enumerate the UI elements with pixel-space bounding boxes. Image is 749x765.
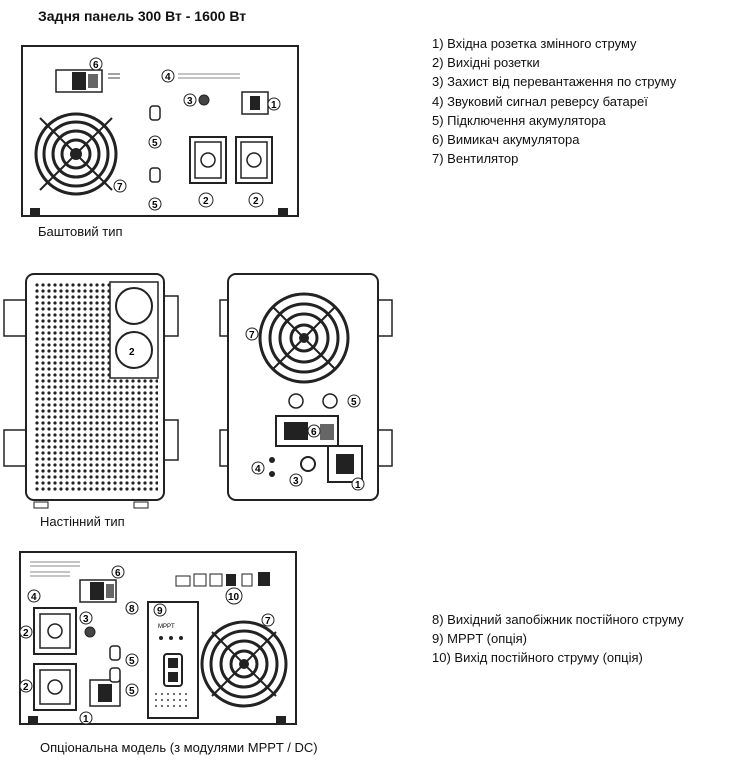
legend-item: 5) Підключення акумулятора xyxy=(432,112,606,128)
mppt-label: MPPT xyxy=(158,624,175,630)
marker-1: 1 xyxy=(79,711,93,725)
marker-label: 3 xyxy=(187,96,193,107)
marker-2b: 2 xyxy=(19,679,33,693)
legend-top: 1) Вхідна розетка змінного струму 2) Вих… xyxy=(432,34,676,168)
marker-6: 6 xyxy=(89,57,103,71)
marker-2: 2 xyxy=(19,625,33,639)
marker-label: 6 xyxy=(93,60,99,71)
marker-6: 6 xyxy=(111,565,125,579)
marker-4: 4 xyxy=(27,589,41,603)
marker-7: 7 xyxy=(245,327,259,341)
svg-text:4: 4 xyxy=(165,72,171,83)
marker-8: 8 xyxy=(125,601,139,615)
marker-label: 5 xyxy=(129,656,135,667)
marker-label: 5 xyxy=(129,686,135,697)
marker-2: 2 xyxy=(198,192,214,208)
caption-wall: Настінний тип xyxy=(40,514,125,529)
marker-label: 7 xyxy=(117,182,123,193)
page-title: Задня панель 300 Вт - 1600 Вт xyxy=(38,8,247,24)
fan-icon xyxy=(34,112,118,196)
marker-5: 5 xyxy=(347,394,361,408)
marker-9: 9 xyxy=(153,603,167,617)
marker-5b: 5 xyxy=(125,683,139,697)
legend-item: 7) Вентилятор xyxy=(432,151,519,167)
marker-label: 6 xyxy=(311,427,317,438)
marker-label: 4 xyxy=(255,464,261,475)
marker-7: 7 xyxy=(113,179,127,193)
marker-label: 10 xyxy=(228,592,240,603)
tower-type-diagram: 4 6 7 5 5 3 1 2 2 xyxy=(21,45,299,217)
marker-label: 3 xyxy=(83,614,89,625)
marker-5b: 5 xyxy=(148,197,162,211)
marker-label: 9 xyxy=(157,606,163,617)
marker-label: 1 xyxy=(271,100,277,111)
marker-4: 4 xyxy=(251,461,265,475)
optional-model-diagram: MPPT 6 4 8 9 10 7 2 2 3 5 5 1 xyxy=(19,551,297,725)
marker-label: 7 xyxy=(249,330,255,341)
legend-item: 9) MPPT (опція) xyxy=(432,631,527,647)
marker-5: 5 xyxy=(125,653,139,667)
marker-3: 3 xyxy=(289,473,303,487)
marker-7: 7 xyxy=(261,613,275,627)
legend-item: 1) Вхідна розетка змінного струму xyxy=(432,36,637,51)
legend-bottom: 8) Вихідний запобіжник постійного струму… xyxy=(432,610,684,668)
marker-label: 5 xyxy=(152,200,158,211)
marker-5: 5 xyxy=(148,135,162,149)
marker-label: 7 xyxy=(265,616,271,627)
marker-10: 10 xyxy=(225,587,243,605)
marker-label: 3 xyxy=(293,476,299,487)
marker-label: 5 xyxy=(152,138,158,149)
marker-label: 2 xyxy=(129,347,135,358)
marker-3: 3 xyxy=(183,93,197,107)
legend-item: 6) Вимикач акумулятора xyxy=(432,132,580,148)
fan-icon xyxy=(258,292,350,384)
marker-label: 2 xyxy=(23,628,29,639)
legend-item: 10) Вихід постійного струму (опція) xyxy=(432,650,643,666)
marker-3: 3 xyxy=(79,611,93,625)
marker-label: 2 xyxy=(203,196,209,207)
caption-optional: Опціональна модель (з модулями MPPT / DC… xyxy=(40,740,318,755)
marker-label: 2 xyxy=(253,196,259,207)
marker-6: 6 xyxy=(307,424,321,438)
wall-type-front-diagram: 2 xyxy=(3,273,179,509)
legend-item: 3) Захист від перевантаження по струму xyxy=(432,74,677,90)
marker-1: 1 xyxy=(267,97,281,111)
marker-2b: 2 xyxy=(248,192,264,208)
legend-item: 4) Звуковий сигнал реверсу батареї xyxy=(432,93,648,109)
marker-label: 1 xyxy=(83,714,89,725)
marker-label: 1 xyxy=(355,480,361,491)
marker-label: 5 xyxy=(351,397,357,408)
marker-label: 8 xyxy=(129,604,135,615)
caption-tower: Баштовий тип xyxy=(38,224,123,239)
legend-item: 8) Вихідний запобіжник постійного струму xyxy=(432,612,684,627)
wall-type-back-diagram: 7 5 6 4 3 1 xyxy=(219,273,393,501)
fan-icon xyxy=(200,620,288,708)
marker-label: 6 xyxy=(115,568,121,579)
marker-label: 4 xyxy=(31,592,37,603)
marker-label: 2 xyxy=(23,682,29,693)
legend-item: 2) Вихідні розетки xyxy=(432,55,540,71)
marker-1: 1 xyxy=(351,477,365,491)
